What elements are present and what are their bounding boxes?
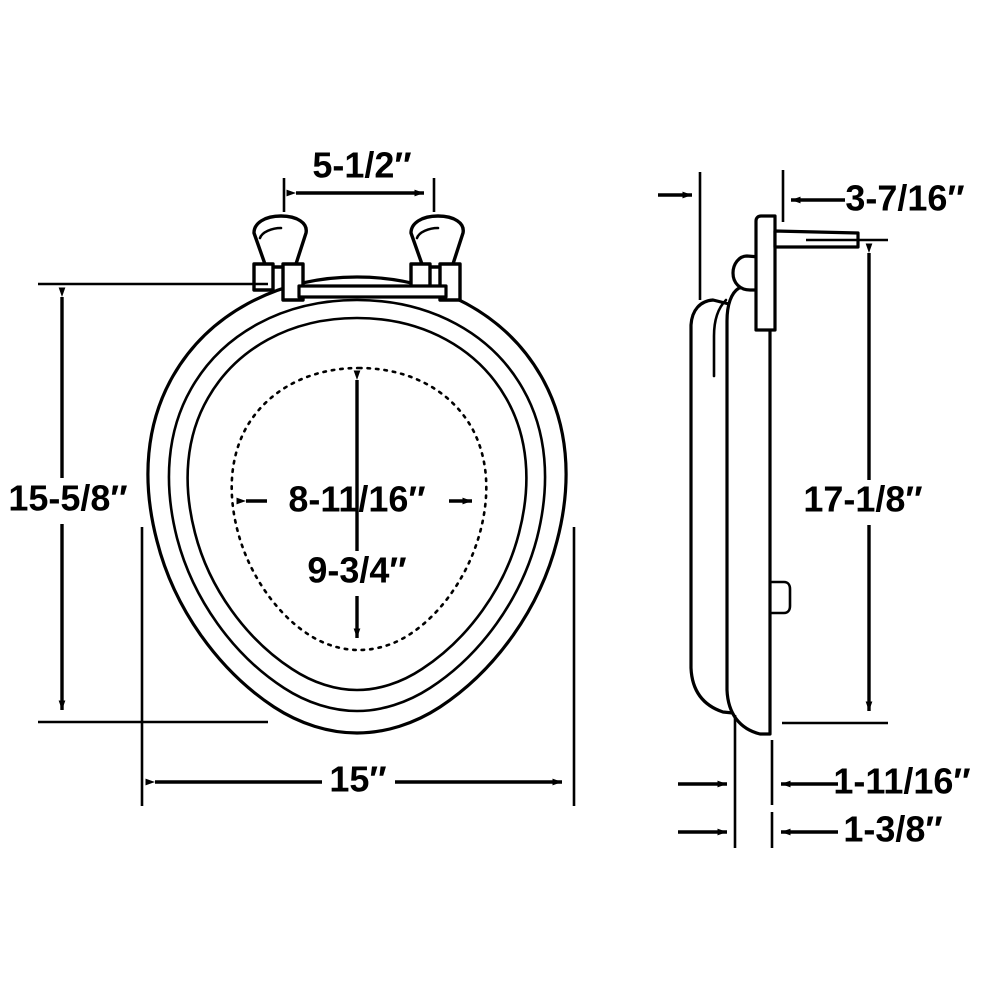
side-view-group <box>689 214 860 736</box>
seat-pad-outline <box>186 316 528 692</box>
dim-lid-thickness-label: 1-11/16″ <box>833 761 970 802</box>
dim-overall-width: 15″ <box>140 527 576 806</box>
dim-seat-thickness: 1-3/8″ <box>678 809 943 850</box>
side-seat-outline <box>725 282 772 736</box>
dim-opening-length: 9-3/4″ <box>289 380 427 638</box>
dim-seat-thickness-label: 1-3/8″ <box>843 809 942 850</box>
left-hinge-post-outer <box>252 262 275 292</box>
dim-side-length-label: 17-1/8″ <box>803 479 922 520</box>
dim-overall-width-label-bg <box>322 760 395 804</box>
dim-side-top-ticks <box>658 170 785 300</box>
seat-opening-dashed-outline <box>230 366 488 652</box>
right-hinge-cap-icon <box>409 214 465 269</box>
dim-bolt-spacing: 5-1/2″ <box>282 145 436 212</box>
dim-overall-length-label: 15-5/8″ <box>8 478 127 519</box>
dim-overall-length: 15-5/8″ <box>2 282 268 724</box>
dim-hinge-offset-label: 3-7/16″ <box>845 178 964 219</box>
side-lid-inner-line <box>712 298 728 378</box>
side-bumper-notch <box>770 580 792 615</box>
right-hinge-cap-inner <box>415 226 440 240</box>
dim-opening-length-label: 9-3/4″ <box>307 550 406 591</box>
dim-overall-width-label: 15″ <box>329 759 386 800</box>
dim-hinge-offset: 3-7/16″ <box>791 178 965 219</box>
left-hinge-cap-inner <box>258 226 283 240</box>
dim-side-length-label-bg <box>808 480 932 525</box>
hinge-bar <box>297 284 448 299</box>
dim-overall-length-label-bg <box>2 478 130 524</box>
left-hinge-cap-icon <box>252 214 308 269</box>
seat-ring-inner-outline <box>167 298 547 713</box>
dim-bolt-spacing-label: 5-1/2″ <box>312 145 411 186</box>
side-hinge-bracket <box>754 214 777 332</box>
dim-lid-thickness: 1-11/16″ <box>678 715 971 848</box>
dim-opening-length-label-bg <box>289 551 427 596</box>
dim-opening-width: 8-11/16″ <box>246 479 472 524</box>
dim-side-overall-length: 17-1/8″ <box>782 238 932 725</box>
side-lid-outline <box>689 298 735 715</box>
